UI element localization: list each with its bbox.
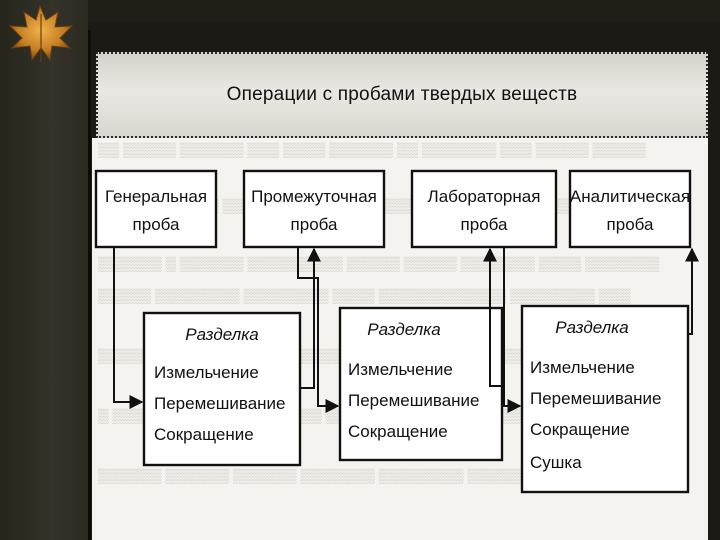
cutting-heading: Разделка (555, 318, 629, 337)
cutting-step: Перемешивание (348, 391, 480, 410)
sample-box-label: проба (133, 215, 180, 234)
sample-box-laboratory: Лабораторная проба (410, 169, 558, 249)
sample-box-label: Аналитическая (570, 187, 690, 206)
background-texture: ▒▒ ▒▒▒▒▒ ▒▒▒▒▒▒ ▒▒▒ ▒▒▒▒ ▒▒▒▒▒▒ ▒▒ ▒▒▒▒▒… (98, 142, 646, 158)
sample-box-analytical: Аналитическая проба (568, 169, 692, 249)
sample-box-label: Генеральная (105, 187, 207, 206)
sample-box-label: Промежуточная (251, 187, 377, 206)
cutting-step: Сокращение (154, 425, 254, 444)
cutting-box-2: Разделка Измельчение Перемешивание Сокра… (338, 306, 504, 462)
cutting-box-3: Разделка Измельчение Перемешивание Сокра… (520, 304, 690, 494)
arrow-cutting2-to-laboratory (483, 247, 502, 387)
slide-title: Операции с пробами твердых веществ (226, 84, 578, 105)
scanned-page: ▒▒ ▒▒▒▒▒ ▒▒▒▒▒▒ ▒▒▒ ▒▒▒▒ ▒▒▒▒▒▒ ▒▒ ▒▒▒▒▒… (92, 138, 708, 540)
background-texture: ▒▒▒▒▒▒ ▒ ▒▒▒▒▒▒ ▒▒▒▒▒▒▒▒▒ ▒▒▒▒▒ ▒▒▒▒▒ ▒▒… (98, 256, 660, 272)
arrow-intermediate-to-cutting2 (297, 247, 340, 413)
top-band (0, 0, 720, 22)
arrow-cutting3-to-analytical (685, 247, 699, 335)
autumn-leaf-icon (8, 4, 74, 62)
cutting-step: Перемешивание (530, 389, 662, 408)
title-banner: Операции с пробами твердых веществ (96, 52, 708, 138)
arrow-cutting1-to-intermediate (300, 247, 321, 389)
cutting-step: Измельчение (348, 360, 453, 379)
sample-box-label: Лабораторная (428, 187, 541, 206)
arrow-general-to-cutting1 (113, 247, 144, 409)
left-decor-band (0, 0, 88, 540)
cutting-box-1: Разделка Измельчение Перемешивание Сокра… (142, 311, 302, 467)
background-texture: ▒▒▒▒▒ ▒▒▒▒▒▒▒▒ ▒▒▒▒▒▒▒▒ ▒▒▒▒ ▒▒▒▒▒▒▒▒▒▒▒… (98, 288, 631, 304)
sample-box-label: проба (607, 215, 654, 234)
sample-box-label: проба (461, 215, 508, 234)
flow-connectors (113, 247, 699, 413)
cutting-heading: Разделка (185, 325, 259, 344)
cutting-step: Сокращение (530, 420, 630, 439)
arrow-laboratory-to-cutting3 (503, 247, 522, 413)
cutting-step: Сушка (530, 453, 582, 472)
cutting-step: Измельчение (154, 363, 259, 382)
background-texture: ▒▒▒▒▒▒ ▒▒▒▒▒▒ ▒▒▒▒▒▒ ▒▒▒▒▒▒▒ ▒▒▒▒▒▒▒▒ ▒▒… (98, 468, 635, 484)
sample-box-intermediate: Промежуточная проба (242, 169, 386, 249)
cutting-step: Сокращение (348, 422, 448, 441)
vertical-rule (88, 30, 91, 540)
cutting-step: Измельчение (530, 358, 635, 377)
sample-box-label: проба (291, 215, 338, 234)
cutting-heading: Разделка (367, 320, 441, 339)
sampling-flow-diagram: Генеральная проба Промежуточная проба Ла… (94, 169, 699, 494)
sample-box-general: Генеральная проба (94, 169, 218, 249)
cutting-step: Перемешивание (154, 394, 286, 413)
